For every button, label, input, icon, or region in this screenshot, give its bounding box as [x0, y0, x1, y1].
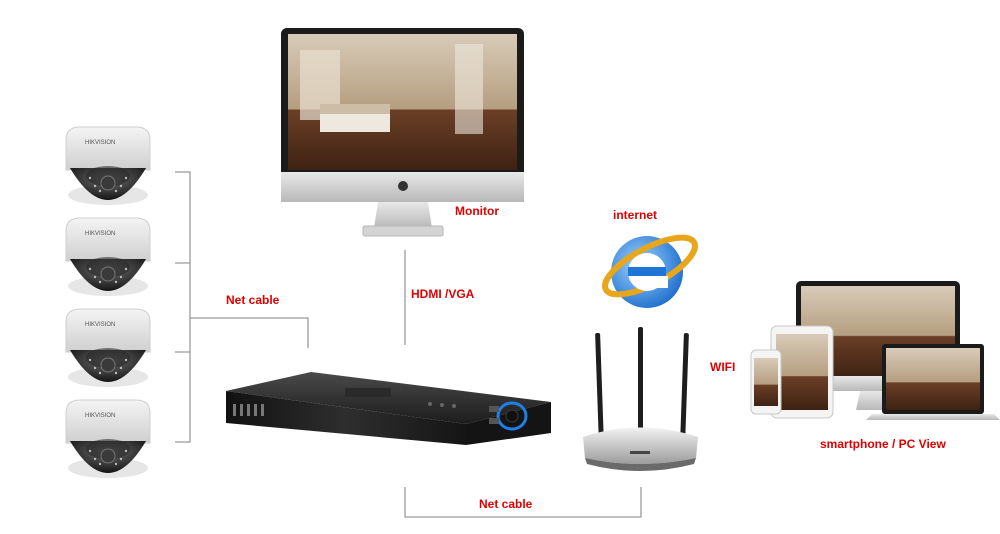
wifi-label: WIFI [710, 360, 736, 374]
net-cable-line-bottom [404, 487, 642, 518]
camera-brand-text: HIKVISION [85, 413, 115, 419]
camera-brand-text: HIKVISION [85, 231, 115, 237]
dome-camera-icon: HIKVISION [65, 217, 151, 296]
wifi-router-icon [583, 327, 698, 471]
camera-group: HIKVISION HIKVISION HIKVISION [65, 126, 151, 478]
camera-bracket-line [175, 171, 191, 443]
dome-camera-icon: HIKVISION [65, 399, 151, 478]
multi-device-icon [750, 281, 1000, 420]
internet-label: internet [613, 208, 658, 222]
monitor-label: Monitor [455, 204, 499, 218]
imac-monitor-icon [281, 28, 524, 237]
hdmi-vga-label: HDMI /VGA [411, 287, 475, 301]
smartphone-pc-view-label: smartphone / PC View [820, 437, 946, 451]
apple-logo-icon [398, 181, 408, 191]
internet-explorer-icon [602, 234, 698, 308]
camera-brand-text: HIKVISION [85, 140, 115, 146]
camera-brand-text: HIKVISION [85, 322, 115, 328]
connection-lines [175, 171, 642, 518]
dome-camera-icon: HIKVISION [65, 126, 151, 205]
dome-camera-icon: HIKVISION [65, 308, 151, 387]
net-cable-label-bottom: Net cable [479, 497, 533, 511]
net-cable-label-left: Net cable [226, 293, 280, 307]
nvr-recorder-icon [226, 372, 551, 445]
net-cable-line-left [190, 317, 309, 348]
